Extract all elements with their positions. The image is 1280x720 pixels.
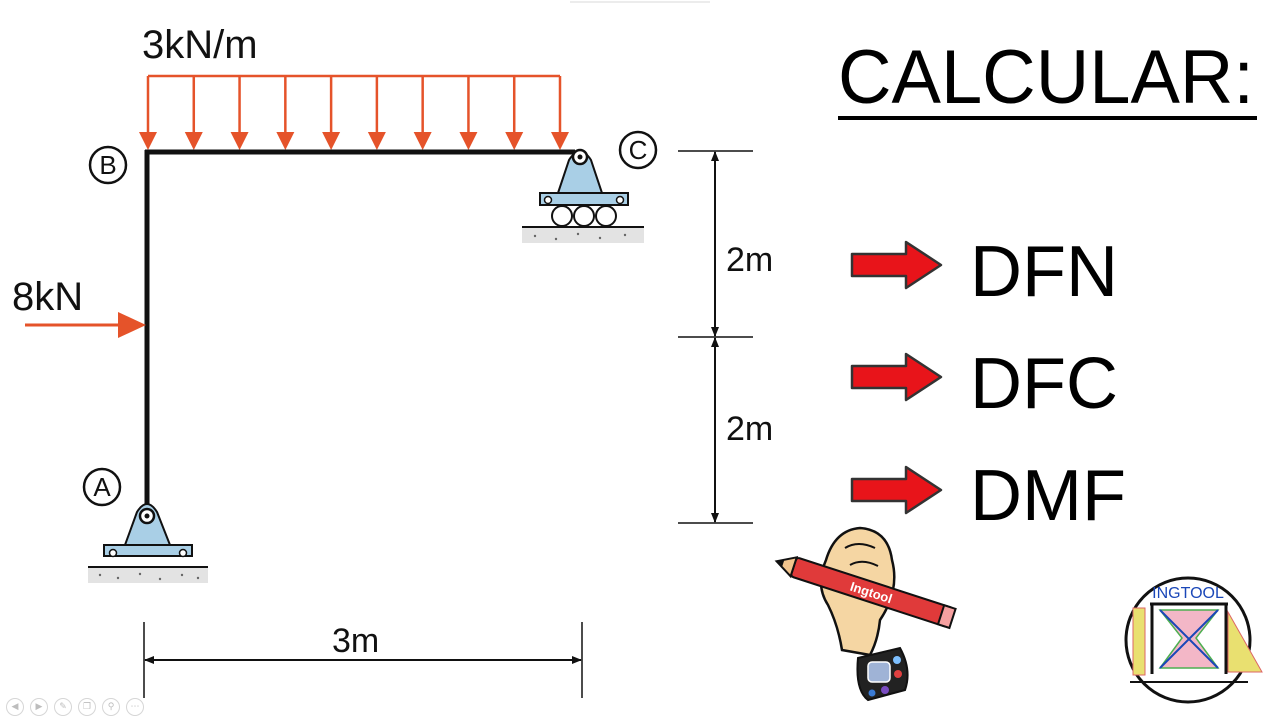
distributed-load: 3kN/m bbox=[139, 23, 569, 150]
task-item-dfn: DFN bbox=[850, 232, 1118, 312]
load-arrow-head bbox=[139, 132, 157, 150]
load-label: 3kN/m bbox=[142, 23, 258, 67]
logo-text: INGTOOL bbox=[1152, 585, 1224, 602]
dim-upper-label: 2m bbox=[726, 241, 773, 279]
roller-support-c bbox=[522, 148, 644, 243]
vertical-dimension: 2m 2m bbox=[678, 150, 773, 524]
slide-controls: ◀ ▶ ✎ ❐ ⚲ ⋯ bbox=[6, 698, 144, 716]
node-a-label: A bbox=[82, 467, 122, 507]
svg-text:DMF: DMF bbox=[970, 456, 1126, 536]
zoom-icon[interactable]: ⚲ bbox=[102, 698, 120, 716]
red-arrow-icon bbox=[850, 352, 943, 402]
more-icon[interactable]: ⋯ bbox=[126, 698, 144, 716]
hand-pencil-mascot: Ingtool bbox=[774, 526, 957, 702]
load-arrow-head bbox=[276, 132, 295, 150]
copy-icon[interactable]: ❐ bbox=[78, 698, 96, 716]
point-load: 8kN bbox=[12, 275, 146, 338]
task-item-dfc: DFC bbox=[850, 344, 1118, 424]
load-arrow-head bbox=[505, 132, 524, 150]
node-c-label: C bbox=[618, 130, 658, 170]
load-arrow-head bbox=[367, 132, 386, 150]
horizontal-dimension: 3m bbox=[143, 622, 583, 698]
pen-icon[interactable]: ✎ bbox=[54, 698, 72, 716]
svg-text:DFN: DFN bbox=[970, 232, 1118, 312]
load-arrow-head bbox=[322, 132, 341, 150]
node-b-label: B bbox=[88, 145, 128, 185]
load-arrow-head bbox=[459, 132, 478, 150]
svg-text:C: C bbox=[629, 135, 648, 165]
next-icon[interactable]: ▶ bbox=[30, 698, 48, 716]
dim-lower-label: 2m bbox=[726, 410, 773, 448]
svg-text:A: A bbox=[93, 472, 111, 502]
tasks-heading: CALCULAR: bbox=[838, 35, 1254, 120]
tasks-panel: CALCULAR: DFN DFC DMF bbox=[838, 35, 1257, 536]
red-arrow-icon bbox=[850, 465, 943, 515]
dim-horizontal-label: 3m bbox=[332, 622, 379, 660]
ingtool-logo: INGTOOL bbox=[1124, 576, 1263, 704]
load-arrow-head bbox=[413, 132, 432, 150]
load-arrow-head bbox=[230, 132, 249, 150]
svg-text:B: B bbox=[99, 150, 116, 180]
frame-members bbox=[144, 149, 575, 510]
svg-text:DFC: DFC bbox=[970, 344, 1118, 424]
load-arrow-head bbox=[551, 132, 569, 150]
pin-support-a bbox=[88, 503, 208, 583]
prev-icon[interactable]: ◀ bbox=[6, 698, 24, 716]
task-item-dmf: DMF bbox=[850, 456, 1126, 536]
point-load-label: 8kN bbox=[12, 275, 83, 319]
red-arrow-icon bbox=[850, 240, 943, 290]
load-arrow-head bbox=[184, 132, 203, 150]
